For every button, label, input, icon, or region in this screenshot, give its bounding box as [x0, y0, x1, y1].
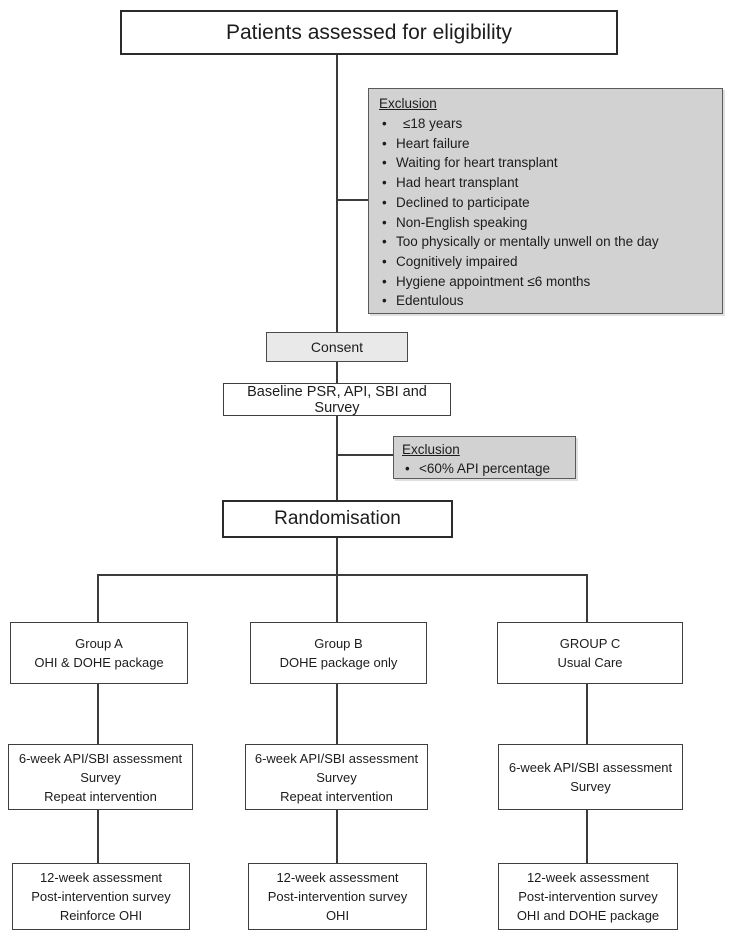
- connector-branch-horizontal: [97, 574, 588, 576]
- connector-c-week6: [586, 683, 588, 745]
- week6-c-line: Survey: [570, 779, 611, 794]
- week6-c-line: 6-week API/SBI assessment: [508, 760, 673, 775]
- exclusion-box-1: Exclusion ≤18 years Heart failure Waitin…: [368, 88, 723, 314]
- exclusion-box-2: Exclusion <60% API percentage: [393, 436, 576, 479]
- exclusion-item: Hygiene appointment ≤6 months: [379, 272, 659, 292]
- week12-b-line: Post-intervention survey: [267, 889, 408, 904]
- group-b-title: Group B: [314, 636, 363, 651]
- exclusion-2-list: <60% API percentage: [402, 460, 550, 477]
- week12-c-line: Post-intervention survey: [518, 889, 658, 904]
- week12-box-a: 12-week assessment Post-intervention sur…: [12, 863, 190, 930]
- exclusion-item: Too physically or mentally unwell on the…: [379, 232, 659, 252]
- exclusion-1-title: Exclusion: [379, 96, 437, 111]
- week12-a-line: Reinforce OHI: [59, 908, 143, 923]
- week12-box-c: 12-week assessment Post-intervention sur…: [498, 863, 678, 930]
- exclusion-item: Declined to participate: [379, 193, 659, 213]
- group-a-title: Group A: [75, 636, 123, 651]
- exclusion-item: Cognitively impaired: [379, 252, 659, 272]
- week6-a-line: 6-week API/SBI assessment: [18, 750, 183, 766]
- exclusion-2-title: Exclusion: [402, 442, 460, 457]
- consent-label: Consent: [310, 338, 364, 355]
- randomisation-box: Randomisation: [222, 500, 453, 538]
- week6-b-line: Survey: [316, 769, 357, 785]
- exclusion-1-list: ≤18 years Heart failure Waiting for hear…: [379, 114, 659, 311]
- exclusion-item: <60% API percentage: [402, 460, 550, 477]
- group-a-subtitle: OHI & DOHE package: [34, 655, 164, 670]
- week6-b-line: Repeat intervention: [280, 788, 393, 804]
- exclusion-item: Edentulous: [379, 291, 659, 311]
- connector-b-week6: [336, 683, 338, 745]
- exclusion-item: Non-English speaking: [379, 213, 659, 233]
- week12-b-line: 12-week assessment: [276, 870, 399, 885]
- connector-b-week12: [336, 809, 338, 864]
- consent-box: Consent: [266, 332, 408, 362]
- baseline-label: Baseline PSR, API, SBI and Survey: [247, 383, 427, 416]
- week6-a-line: Repeat intervention: [44, 788, 157, 804]
- group-b-subtitle: DOHE package only: [279, 655, 398, 670]
- week12-c-line: OHI and DOHE package: [516, 908, 660, 923]
- connector-a-week12: [97, 809, 99, 864]
- week12-a-line: 12-week assessment: [39, 870, 163, 885]
- week6-a-line: Survey: [80, 769, 121, 785]
- connector-drop-group-c: [586, 574, 588, 623]
- group-c-title: GROUP C: [559, 636, 621, 651]
- eligibility-box: Patients assessed for eligibility: [120, 10, 618, 55]
- week12-c-line: 12-week assessment: [526, 870, 650, 885]
- week6-b-line: 6-week API/SBI assessment: [254, 750, 419, 766]
- week12-a-line: Post-intervention survey: [31, 889, 171, 904]
- baseline-box: Baseline PSR, API, SBI and Survey: [223, 383, 451, 416]
- group-a-box: Group A OHI & DOHE package: [10, 622, 188, 684]
- exclusion-item: Had heart transplant: [379, 173, 659, 193]
- week6-box-a: 6-week API/SBI assessment Survey Repeat …: [8, 744, 193, 810]
- group-c-box: GROUP C Usual Care: [497, 622, 683, 684]
- week12-b-line: OHI: [325, 908, 350, 923]
- randomisation-label: Randomisation: [274, 508, 401, 529]
- week6-box-b: 6-week API/SBI assessment Survey Repeat …: [245, 744, 428, 810]
- connector-exclusion-1: [337, 199, 369, 201]
- eligibility-label: Patients assessed for eligibility: [226, 20, 512, 44]
- group-b-box: Group B DOHE package only: [250, 622, 427, 684]
- exclusion-item: Waiting for heart transplant: [379, 153, 659, 173]
- exclusion-item: Heart failure: [379, 134, 659, 154]
- connector-drop-group-a: [97, 574, 99, 623]
- week12-box-b: 12-week assessment Post-intervention sur…: [248, 863, 427, 930]
- exclusion-item: ≤18 years: [379, 114, 659, 134]
- week6-box-c: 6-week API/SBI assessment Survey: [498, 744, 683, 810]
- connector-exclusion-2: [337, 454, 394, 456]
- connector-c-week12: [586, 809, 588, 864]
- connector-a-week6: [97, 683, 99, 745]
- group-c-subtitle: Usual Care: [557, 655, 623, 670]
